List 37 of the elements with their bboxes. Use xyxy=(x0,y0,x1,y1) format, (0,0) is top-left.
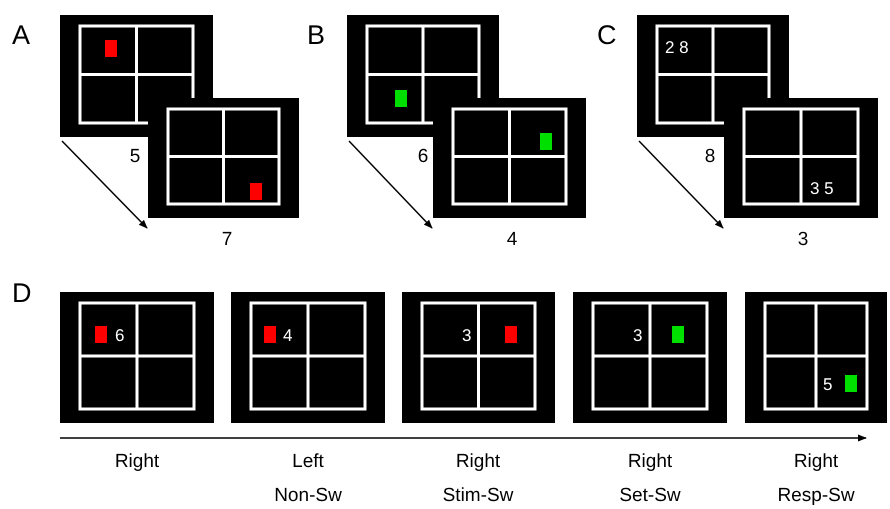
arrow xyxy=(61,140,148,229)
screen-caption: 6 xyxy=(418,146,428,168)
display-screen xyxy=(60,292,214,423)
screen-caption: 4 xyxy=(506,229,518,251)
display-screen xyxy=(231,292,385,423)
screen-caption: 7 xyxy=(222,229,232,251)
stimulus-digits: 3 xyxy=(462,327,472,344)
display-screen xyxy=(402,292,555,423)
screen-caption: Right xyxy=(114,451,160,473)
display-screen xyxy=(433,98,586,218)
arrow xyxy=(638,140,724,229)
screen-caption: 5 xyxy=(130,146,140,168)
panel-letter: A xyxy=(12,22,30,49)
stimulus-digits: 3 5 xyxy=(810,180,834,197)
panel-letter: D xyxy=(12,280,32,307)
display-screen xyxy=(724,98,878,218)
panel-letter: C xyxy=(597,22,616,49)
panel-letter: B xyxy=(307,22,326,49)
screen-caption: Set-Sw xyxy=(619,485,681,507)
screen-caption: Right xyxy=(794,451,838,473)
stimulus-digits: 4 xyxy=(283,327,292,344)
stimulus-digits: 3 xyxy=(633,327,642,344)
stimulus-digits: 6 xyxy=(115,327,124,344)
screen-caption: Non-Sw xyxy=(274,485,342,507)
stimulus-digits: 2 8 xyxy=(665,39,689,56)
screen-caption: 3 xyxy=(798,229,808,251)
display-screen xyxy=(745,292,887,423)
screen-caption: Stim-Sw xyxy=(442,485,514,507)
display-screen xyxy=(148,98,299,218)
screen-caption: 8 xyxy=(704,146,716,168)
stimulus-digits: 5 xyxy=(823,376,832,393)
screen-caption: Right xyxy=(628,451,672,473)
screen-caption: Right xyxy=(456,451,500,473)
display-screen xyxy=(573,292,727,423)
screen-caption: Left xyxy=(292,451,324,473)
screen-caption: Resp-Sw xyxy=(777,485,855,507)
arrow xyxy=(348,140,433,229)
